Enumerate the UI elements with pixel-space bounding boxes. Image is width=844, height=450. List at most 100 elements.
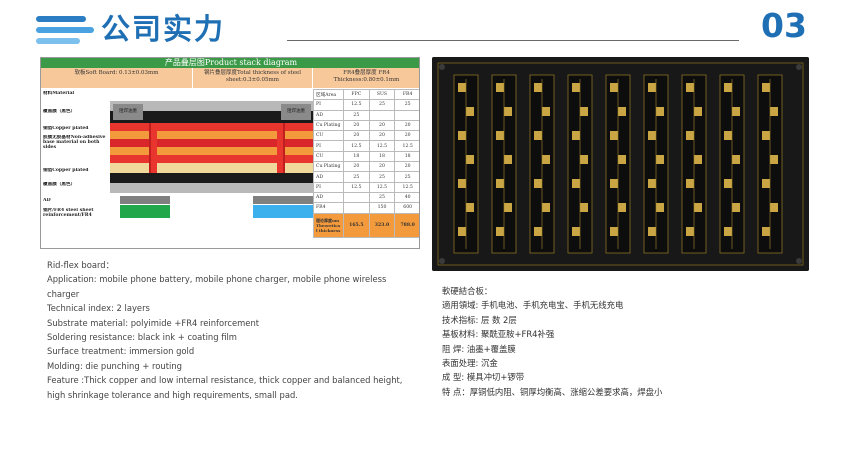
- zh-line: 基板材料: 聚酰亚胺+FR4补强: [442, 329, 555, 340]
- english-description: Rid-flex board： Application: mobile phon…: [47, 258, 419, 402]
- gold-pad: [504, 107, 512, 116]
- total-label: 理论厚度um Theoretica l thickness: [313, 212, 344, 238]
- gold-pad: [580, 107, 588, 116]
- table-cell: [368, 109, 396, 121]
- fr4-thickness-header: FR4叠层厚度 FR4 Thickness:0.80±0.1mm: [313, 68, 419, 88]
- table-cell: PI: [313, 181, 344, 193]
- table-cell: 150: [368, 202, 396, 214]
- table-cell: PI: [313, 99, 344, 111]
- title-divider: [287, 40, 739, 41]
- layer-label: 覆盖膜（黑色）: [43, 109, 76, 114]
- gold-pad: [648, 83, 656, 92]
- table-cell: 25: [343, 109, 370, 121]
- table-header: FPC: [343, 88, 370, 101]
- table-cell: AD: [313, 191, 344, 204]
- zh-line: 成 型: 模具冲切+锣带: [442, 372, 525, 383]
- en-line: Surface treatment: immersion gold: [47, 346, 195, 357]
- gold-pad: [534, 179, 542, 188]
- table-total-row: 理论厚度um Theoretica l thickness 165.5 323.…: [313, 212, 419, 238]
- gold-pad: [686, 131, 694, 140]
- gold-pad: [542, 203, 550, 212]
- table-cell: 12.5: [368, 181, 396, 193]
- gold-pad: [458, 179, 466, 188]
- gold-pad: [656, 107, 664, 116]
- layer-band-base: [110, 139, 313, 147]
- gold-pad: [686, 83, 694, 92]
- zh-line: 表面处理: 沉金: [442, 358, 498, 369]
- gold-pad: [580, 203, 588, 212]
- gold-pad: [572, 179, 580, 188]
- layer-band-coverlay-black: [110, 111, 313, 123]
- fr4-reinforcement: [120, 205, 170, 218]
- steel-reinforcement: [253, 205, 313, 218]
- gold-pad: [648, 179, 656, 188]
- table-cell: 25: [343, 171, 370, 183]
- table-cell: 25: [368, 99, 396, 111]
- gold-pad: [732, 107, 740, 116]
- gold-pad: [762, 179, 770, 188]
- gold-pad: [724, 227, 732, 236]
- stack-diagram: 产品叠层图Product stack diagram 软板Soft Board:…: [40, 57, 420, 249]
- table-cell: 18: [394, 150, 419, 163]
- table-header: FR4: [394, 88, 419, 101]
- solder-pad-right: 阻焊油墨: [281, 104, 311, 120]
- gold-pad: [762, 83, 770, 92]
- gold-pad: [648, 227, 656, 236]
- material-header: 材料Material: [43, 91, 75, 96]
- pcb-panel-image: [432, 57, 809, 271]
- gold-pad: [542, 155, 550, 164]
- table-cell: 20: [368, 161, 396, 173]
- page-title: 公司实力: [101, 12, 226, 46]
- zh-line: 技术指标: 层 数 2层: [442, 314, 517, 325]
- steel-thickness-header: 钢片叠层厚度Total thickness of steel sheet:0.3…: [193, 68, 313, 88]
- zh-line: 適用領域: 手机电池、手机充电宝、手机无线充电: [442, 300, 624, 311]
- table-cell: 20: [343, 130, 370, 142]
- table-header-row: 区域Area FPC SUS FR4: [313, 88, 419, 101]
- table-cell: Cu Plating: [313, 161, 344, 173]
- table-cell: 20: [368, 119, 396, 132]
- layer-band-copper-3: [110, 155, 313, 163]
- gold-pad: [724, 179, 732, 188]
- layer-label: AD: [43, 198, 51, 203]
- gold-pad: [572, 83, 580, 92]
- ad-right: [253, 196, 313, 204]
- gold-pad: [694, 155, 702, 164]
- table-cell: 600: [394, 202, 419, 214]
- gold-pad: [770, 107, 778, 116]
- gold-pad: [610, 179, 618, 188]
- gold-pad: [466, 203, 474, 212]
- gold-pad: [610, 131, 618, 140]
- en-line: Technical index: 2 layers: [47, 303, 150, 314]
- table-cell: CU: [313, 130, 344, 142]
- layer-label: 铜箔Copper plated: [43, 168, 89, 173]
- table-cell: 18: [368, 150, 396, 163]
- en-line: Molding: die punching + routing: [47, 360, 182, 371]
- gold-pad: [458, 83, 466, 92]
- zh-line: 軟硬結合板：: [442, 286, 493, 296]
- layer-label: 钢片/FR4 steel sheet reinforcement/FR4: [43, 208, 94, 219]
- gold-pad: [762, 131, 770, 140]
- gold-pad: [610, 227, 618, 236]
- ad-left: [120, 196, 170, 204]
- gold-pad: [732, 155, 740, 164]
- gold-pad: [466, 107, 474, 116]
- table-cell: 25: [368, 191, 396, 204]
- total-cell: 165.5: [343, 212, 370, 238]
- gold-pad: [694, 107, 702, 116]
- table-cell: 25: [394, 99, 419, 111]
- table-cell: 12.5: [343, 140, 370, 152]
- table-cell: PI: [313, 140, 344, 152]
- table-cell: 20: [343, 119, 370, 132]
- table-cell: 12.5: [368, 140, 396, 152]
- table-cell: CU: [313, 150, 344, 163]
- table-cell: 25: [394, 171, 419, 183]
- layer-band-coverlay-2: [110, 183, 313, 193]
- chinese-description: 軟硬結合板： 適用領域: 手机电池、手机充电宝、手机无线充电 技术指标: 层 数…: [442, 284, 812, 399]
